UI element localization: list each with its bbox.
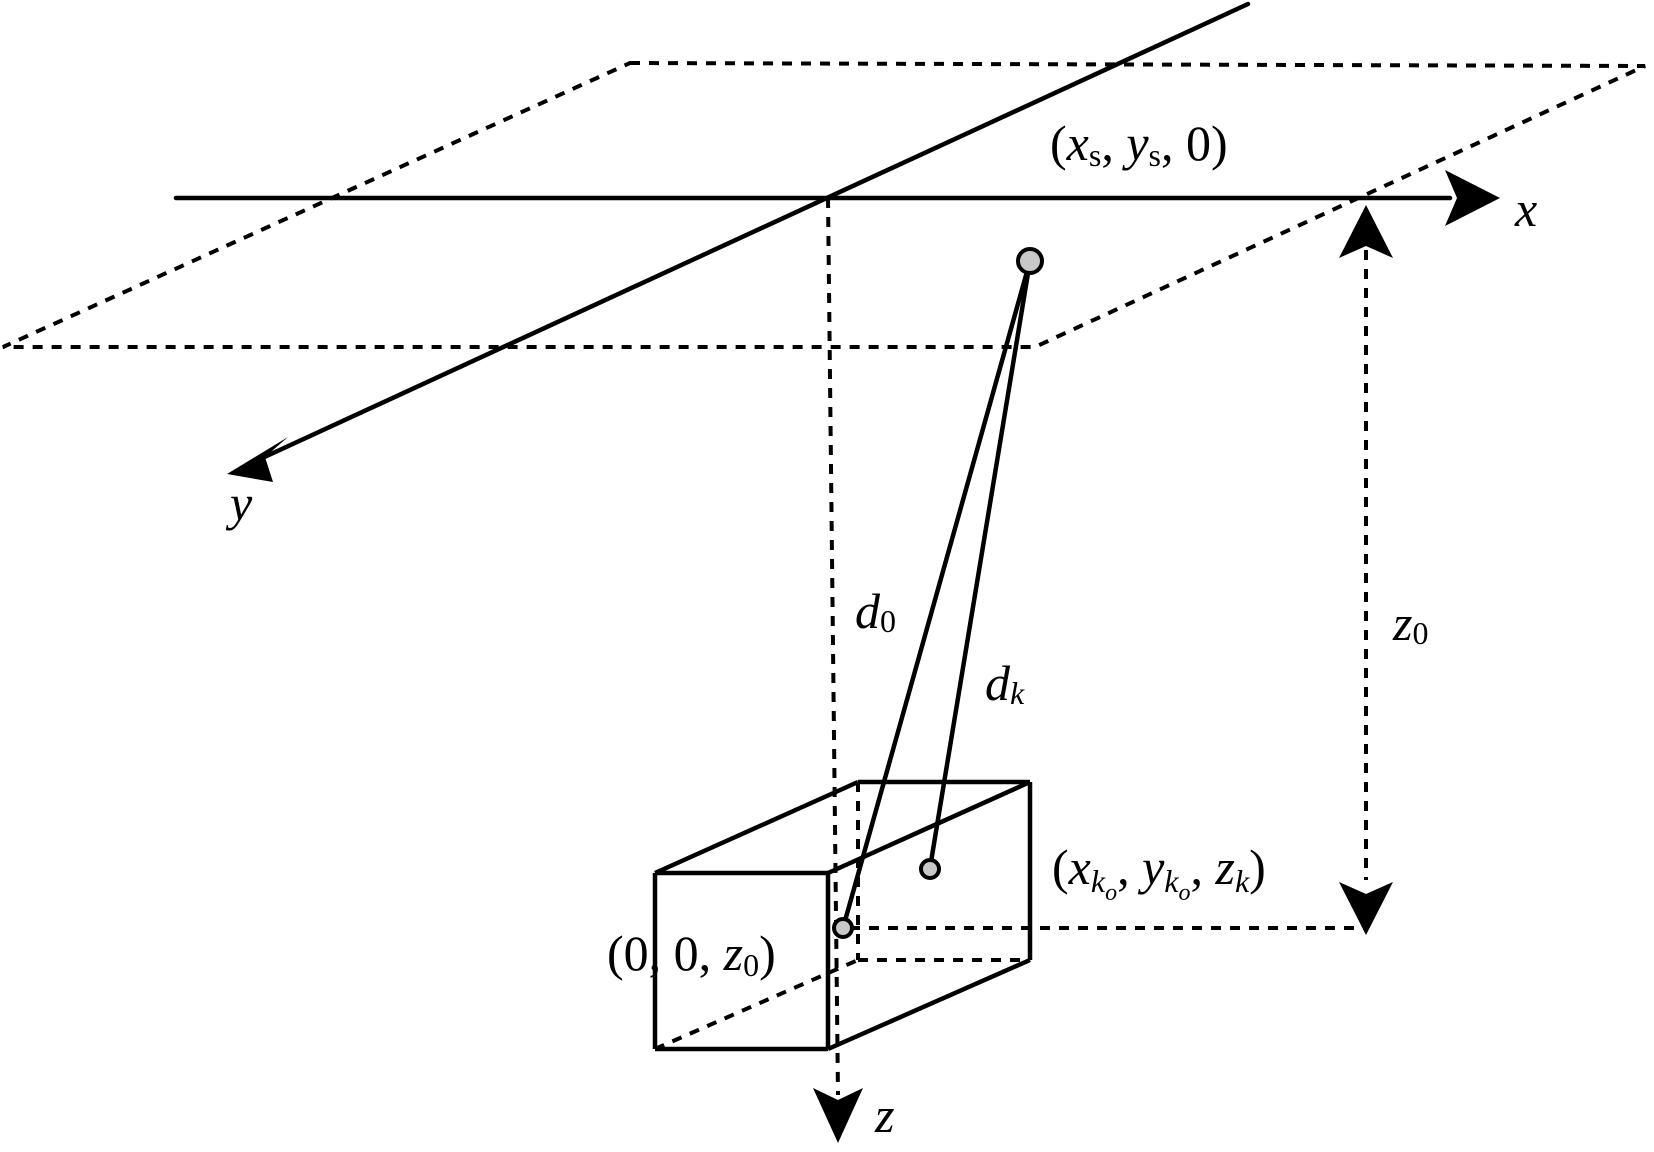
surface-plane bbox=[2, 60, 1646, 349]
source-point-marker bbox=[1016, 247, 1044, 275]
x-axis-arrowhead bbox=[1445, 170, 1500, 226]
y-axis-arrowhead bbox=[227, 437, 288, 482]
origin-point-label: (0, 0, z0) bbox=[607, 925, 776, 983]
dk-label: dk bbox=[985, 655, 1025, 711]
y-axis-line bbox=[255, 1, 1251, 463]
z-axis-label: z bbox=[874, 1087, 894, 1143]
z-axis-line bbox=[826, 197, 840, 1096]
origin-point-marker bbox=[832, 917, 854, 939]
d0-label: d0 bbox=[855, 583, 896, 639]
dk-distance-line bbox=[927, 258, 1033, 871]
z0-dimension-arrowhead-top bbox=[1339, 205, 1393, 258]
target-point-marker bbox=[919, 858, 941, 880]
z0-dimension-arrowhead-bottom bbox=[1339, 882, 1393, 935]
z-axis-arrowhead bbox=[813, 1088, 863, 1143]
d0-distance-line bbox=[840, 258, 1033, 931]
target-box bbox=[652, 779, 1033, 1052]
target-point-label: (xko, yko, zk) bbox=[1052, 839, 1266, 906]
x-axis-label: x bbox=[1514, 181, 1537, 237]
source-point-label: (xs, ys, 0) bbox=[1050, 115, 1228, 173]
y-axis-label: y bbox=[225, 475, 253, 531]
z0-label: z0 bbox=[1392, 595, 1428, 651]
